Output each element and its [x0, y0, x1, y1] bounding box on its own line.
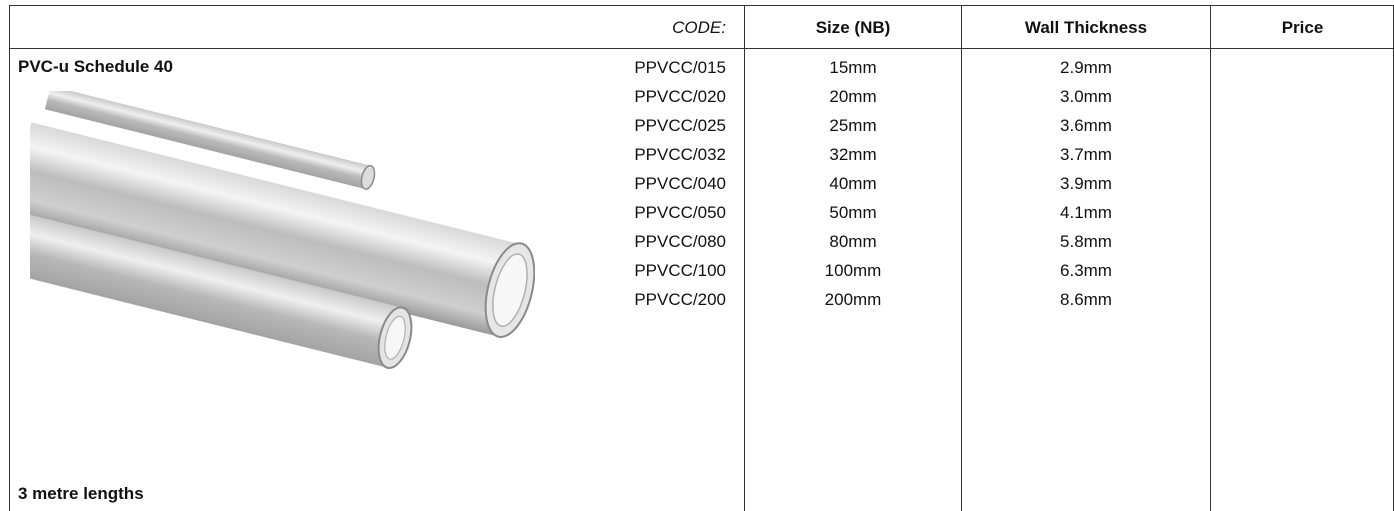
pipe-size: 15mm: [829, 58, 877, 77]
product-code: PPVCC/020: [634, 87, 726, 106]
wall-thickness: 3.0mm: [1060, 87, 1112, 106]
wall-thickness: 8.6mm: [1060, 290, 1112, 309]
table-row: PPVCC/050 50mm 4.1mm: [10, 203, 1393, 232]
table-row: PPVCC/032 32mm 3.7mm: [10, 145, 1393, 174]
product-code: PPVCC/100: [634, 261, 726, 280]
product-code: PPVCC/015: [634, 58, 726, 77]
table-row: PPVCC/015 15mm 2.9mm: [10, 58, 1393, 87]
product-code: PPVCC/200: [634, 290, 726, 309]
wall-thickness: 3.9mm: [1060, 174, 1112, 193]
product-title: PVC-u Schedule 40: [18, 57, 173, 76]
header-size: Size (NB): [815, 18, 891, 37]
column-divider: [744, 6, 745, 511]
pipe-size: 40mm: [829, 174, 877, 193]
table-row: PPVCC/025 25mm 3.6mm: [10, 116, 1393, 145]
pipe-size: 200mm: [824, 290, 882, 309]
product-code: PPVCC/025: [634, 116, 726, 135]
header-wall-thickness: Wall Thickness: [1024, 18, 1148, 37]
wall-thickness: 3.6mm: [1060, 116, 1112, 135]
pipe-size: 20mm: [829, 87, 877, 106]
header-code: CODE:: [672, 18, 726, 37]
wall-thickness: 5.8mm: [1060, 232, 1112, 251]
table-row: PPVCC/040 40mm 3.9mm: [10, 174, 1393, 203]
product-code: PPVCC/080: [634, 232, 726, 251]
wall-thickness: 4.1mm: [1060, 203, 1112, 222]
header-price: Price: [1281, 18, 1324, 37]
product-table: CODE: Size (NB) Wall Thickness Price PVC…: [9, 5, 1394, 511]
pipe-image: [30, 91, 535, 369]
product-length-note: 3 metre lengths: [18, 484, 144, 503]
table-header: CODE: Size (NB) Wall Thickness Price: [10, 6, 1393, 49]
column-divider: [961, 6, 962, 511]
pipe-size: 25mm: [829, 116, 877, 135]
product-code: PPVCC/040: [634, 174, 726, 193]
table-row: PPVCC/080 80mm 5.8mm: [10, 232, 1393, 261]
wall-thickness: 2.9mm: [1060, 58, 1112, 77]
product-code: PPVCC/050: [634, 203, 726, 222]
wall-thickness: 6.3mm: [1060, 261, 1112, 280]
pipe-size: 50mm: [829, 203, 877, 222]
table-row: PPVCC/200 200mm 8.6mm: [10, 290, 1393, 319]
pipe-size: 100mm: [824, 261, 882, 280]
table-row: PPVCC/100 100mm 6.3mm: [10, 261, 1393, 290]
pipe-size: 32mm: [829, 145, 877, 164]
table-row: PPVCC/020 20mm 3.0mm: [10, 87, 1393, 116]
column-divider: [1210, 6, 1211, 511]
wall-thickness: 3.7mm: [1060, 145, 1112, 164]
product-code: PPVCC/032: [634, 145, 726, 164]
pipe-size: 80mm: [829, 232, 877, 251]
